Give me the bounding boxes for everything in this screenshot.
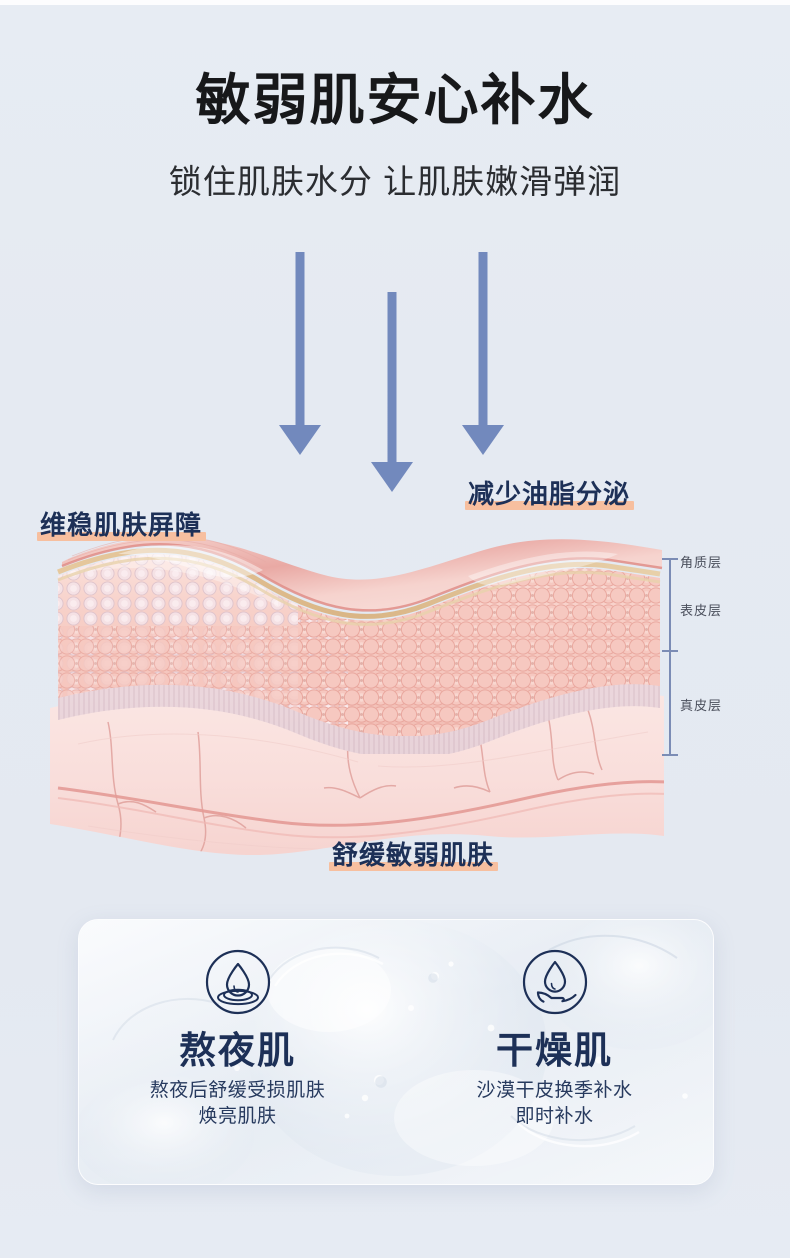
arrow-head (371, 462, 413, 492)
skin-layer-ruler (660, 552, 680, 762)
callout-label: 维稳肌肤屏障 (40, 510, 203, 540)
callout-underline (37, 532, 207, 541)
callout-soothe: 舒缓敏弱肌肤 (329, 835, 499, 872)
description-line-2: 即时补水 (515, 1106, 594, 1127)
down-arrow-middle (371, 292, 413, 492)
card-glass-sheen (79, 920, 713, 1184)
callout-oil: 减少油脂分泌 (465, 474, 635, 511)
ruler-tick-middle (662, 650, 678, 652)
arrow-shaft (387, 292, 397, 462)
ruler-line (669, 559, 671, 755)
description-line-1: 熬夜后舒缓受损肌肤 (149, 1080, 326, 1101)
skin-type-heading: 干燥肌 (496, 1030, 613, 1071)
page-subtitle: 锁住肌肤水分 让肌肤嫩滑弹润 (168, 163, 622, 200)
callout-underline (329, 862, 499, 871)
skin-type-heading: 熬夜肌 (179, 1030, 296, 1071)
skin-type-column-dry: 干燥肌 沙漠干皮换季补水 即时补水 (396, 920, 713, 1184)
callout-label: 减少油脂分泌 (468, 479, 631, 509)
callout-barrier: 维稳肌肤屏障 (37, 505, 207, 542)
description-line-1: 沙漠干皮换季补水 (476, 1080, 633, 1101)
layer-label-epidermis: 表皮层 (680, 603, 723, 618)
down-arrow-right (462, 252, 504, 455)
skin-type-description: 沙漠干皮换季补水 即时补水 (476, 1078, 632, 1130)
page-title: 敏弱肌安心补水 (195, 69, 595, 131)
ruler-tick-top (662, 558, 678, 560)
down-arrow-left (279, 252, 321, 455)
water-drop-ripple-icon (204, 948, 272, 1016)
water-drop-hand-icon (521, 948, 589, 1016)
arrow-shaft (295, 252, 305, 425)
arrow-head (279, 425, 321, 455)
description-line-2: 焕亮肌肤 (198, 1106, 277, 1127)
skin-type-description: 熬夜后舒缓受损肌肤 焕亮肌肤 (150, 1078, 326, 1130)
callout-underline (465, 501, 635, 510)
skin-type-card: 熬夜肌 熬夜后舒缓受损肌肤 焕亮肌肤 干燥肌 (78, 919, 714, 1185)
layer-label-stratum-corneum: 角质层 (680, 555, 723, 570)
arrow-head (462, 425, 504, 455)
layer-label-dermis: 真皮层 (680, 698, 723, 713)
ruler-tick-bottom (662, 754, 678, 756)
callout-label: 舒缓敏弱肌肤 (332, 840, 495, 870)
arrow-shaft (478, 252, 488, 425)
skin-type-column-late-night: 熬夜肌 熬夜后舒缓受损肌肤 焕亮肌肤 (79, 920, 396, 1184)
skin-type-columns: 熬夜肌 熬夜后舒缓受损肌肤 焕亮肌肤 干燥肌 (79, 920, 713, 1184)
skin-cross-section-illustration (48, 536, 668, 856)
top-white-strip (0, 0, 790, 5)
